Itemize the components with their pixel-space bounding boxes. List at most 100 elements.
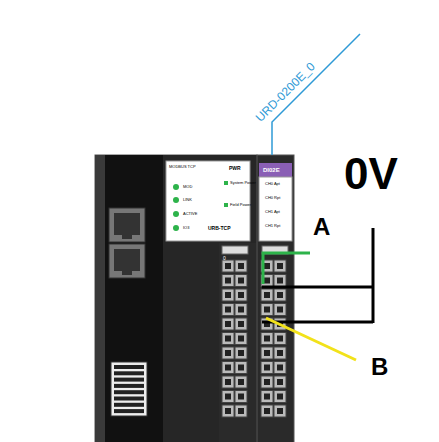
wire-callout: B (371, 355, 388, 379)
terminal (261, 376, 273, 388)
terminal (222, 362, 234, 374)
terminal (222, 347, 234, 359)
terminal-hole (225, 263, 231, 269)
terminal (222, 304, 234, 316)
terminal-hole (225, 379, 231, 385)
terminal-hole (238, 307, 244, 313)
terminal-hole (264, 278, 270, 284)
terminal (274, 376, 286, 388)
channel-label: CH1 Rpt (265, 224, 280, 228)
terminal-hole (277, 336, 283, 342)
module-name: DI02E (263, 167, 280, 173)
terminal-hole (264, 263, 270, 269)
terminal (261, 304, 273, 316)
terminal-hole (277, 292, 283, 298)
terminal (235, 318, 247, 330)
voltage-label: 0V (344, 152, 398, 196)
dip-switch (114, 403, 144, 407)
dip-switch (114, 384, 144, 388)
terminal (235, 362, 247, 374)
panel-text: PWR (229, 166, 241, 171)
led-label: IO3 (183, 226, 189, 230)
terminal (222, 275, 234, 287)
terminal-hole (238, 321, 244, 327)
terminal-hole (238, 336, 244, 342)
terminal (235, 376, 247, 388)
terminal-hole (225, 278, 231, 284)
led-label: LINK (183, 198, 192, 202)
terminal (274, 333, 286, 345)
dip-switch (114, 409, 144, 413)
terminal-hole (225, 350, 231, 356)
terminal (261, 289, 273, 301)
terminal (222, 405, 234, 417)
terminal-hole (277, 307, 283, 313)
terminal-hole (264, 336, 270, 342)
terminal (261, 362, 273, 374)
dip-switch (114, 378, 144, 382)
terminal-hole (264, 292, 270, 298)
terminal (235, 347, 247, 359)
terminal (235, 333, 247, 345)
terminal (274, 347, 286, 359)
terminal-hole (238, 263, 244, 269)
terminal (261, 405, 273, 417)
terminal-hole (238, 278, 244, 284)
terminal (222, 376, 234, 388)
terminal-hole (238, 394, 244, 400)
terminal (274, 405, 286, 417)
terminal-hole (225, 292, 231, 298)
terminal (222, 260, 234, 272)
terminal (235, 405, 247, 417)
terminal (222, 289, 234, 301)
head-module (95, 155, 257, 442)
led-label: Field Power (230, 203, 251, 207)
terminal-hole (225, 394, 231, 400)
led-label: System Power (230, 181, 256, 185)
panel-text: MODBUS TCP (169, 165, 196, 169)
dip-switch (114, 390, 144, 394)
wires (262, 34, 373, 360)
terminal-hole (277, 350, 283, 356)
dip-switch (114, 371, 144, 375)
terminal (222, 333, 234, 345)
terminal-hole (264, 365, 270, 371)
terminal-number: 0 (223, 256, 226, 261)
terminal-hole (264, 379, 270, 385)
channel-label: CH1 Apt (265, 210, 280, 214)
terminal-hole (264, 408, 270, 414)
model-name: URB-TCP (208, 226, 231, 231)
terminal-hole (277, 408, 283, 414)
terminal-hole (277, 263, 283, 269)
terminal (235, 260, 247, 272)
io-module (257, 155, 294, 442)
channel-label: CH0 Apt (265, 182, 280, 186)
terminal (274, 260, 286, 272)
terminal-hole (264, 307, 270, 313)
terminal (274, 304, 286, 316)
terminal-rows (222, 260, 286, 417)
terminal-hole (238, 408, 244, 414)
terminal-hole (225, 336, 231, 342)
terminal-hole (264, 350, 270, 356)
module-tag: URD-0200E_0 (254, 60, 318, 124)
terminal (274, 362, 286, 374)
terminal-hole (277, 379, 283, 385)
terminal (274, 289, 286, 301)
terminal (235, 275, 247, 287)
terminal-hole (238, 379, 244, 385)
led-label: MOD (183, 185, 192, 189)
terminal (235, 289, 247, 301)
terminal-hole (225, 365, 231, 371)
terminal (261, 391, 273, 403)
terminal (235, 304, 247, 316)
terminal (235, 391, 247, 403)
terminal (222, 318, 234, 330)
terminal (274, 391, 286, 403)
dip-switch (114, 397, 144, 401)
terminal-hole (277, 365, 283, 371)
terminal (274, 275, 286, 287)
terminal-hole (225, 307, 231, 313)
led-label: ACTIVE (183, 212, 197, 216)
